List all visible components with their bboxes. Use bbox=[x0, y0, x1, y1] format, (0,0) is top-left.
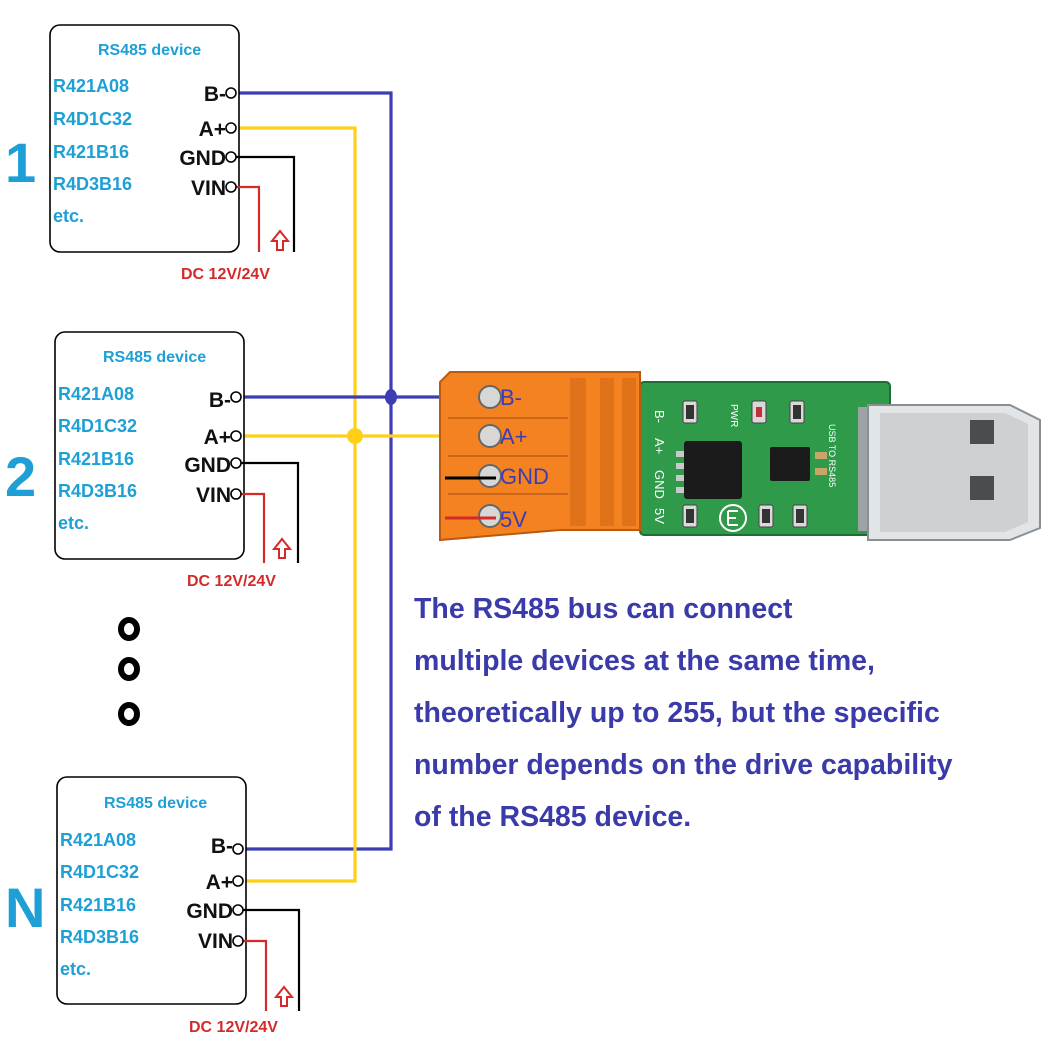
pin-vin-label: VIN bbox=[191, 177, 226, 200]
power-arrow-icon bbox=[269, 229, 291, 251]
a-bus-wire bbox=[236, 126, 357, 883]
description-line: number depends on the drive capability bbox=[414, 749, 953, 781]
terminal-screw bbox=[478, 464, 502, 488]
pin-a-label: A+ bbox=[199, 118, 226, 141]
device-model: R4D3B16 bbox=[60, 927, 139, 947]
device-model: R421B16 bbox=[53, 142, 129, 162]
power-arrow-icon bbox=[273, 985, 295, 1007]
description-line: The RS485 bus can connect bbox=[414, 593, 793, 625]
board-model-label: USB TO RS485 bbox=[827, 424, 837, 487]
silkscreen-pin-label: 5V bbox=[652, 508, 667, 524]
terminal-screw bbox=[478, 504, 502, 528]
vin-wire bbox=[243, 939, 268, 1011]
ellipsis-dot bbox=[118, 617, 140, 641]
device-model: R421A08 bbox=[60, 830, 136, 850]
ellipsis-dot bbox=[118, 657, 140, 681]
gnd-wire bbox=[241, 461, 300, 563]
terminal-label-5v: 5V bbox=[500, 507, 527, 532]
pin-vin-label: VIN bbox=[198, 930, 233, 953]
power-label: DC 12V/24V bbox=[189, 1019, 278, 1036]
terminal-label-a: A+ bbox=[500, 424, 528, 449]
b-bus-wire bbox=[236, 91, 393, 851]
power-label: DC 12V/24V bbox=[181, 266, 270, 283]
pin-gnd-terminal bbox=[225, 151, 237, 163]
device-number: 2 bbox=[5, 445, 36, 508]
pin-b-terminal bbox=[225, 87, 237, 99]
description-line: of the RS485 device. bbox=[414, 801, 692, 833]
pin-a-terminal bbox=[230, 430, 242, 442]
device-number: N bbox=[5, 876, 45, 939]
description-line: multiple devices at the same time, bbox=[414, 645, 875, 677]
device-model: R4D1C32 bbox=[60, 862, 139, 882]
ellipsis-dot bbox=[118, 702, 140, 726]
terminal-block bbox=[439, 371, 641, 542]
device-box bbox=[54, 331, 245, 560]
device-box bbox=[56, 776, 247, 1005]
gnd-wire bbox=[236, 155, 296, 252]
pin-b-label: B- bbox=[204, 83, 226, 106]
device-title: RS485 device bbox=[104, 795, 207, 812]
usb-plug-icon bbox=[858, 404, 1041, 541]
device-model: R421A08 bbox=[58, 384, 134, 404]
device-1: 1 RS485 device R421A08 R4D1C32 R421B16 R… bbox=[5, 24, 296, 283]
bus-wires bbox=[236, 91, 498, 883]
device-model: etc. bbox=[58, 513, 89, 533]
silkscreen-pin-label: GND bbox=[652, 470, 667, 499]
device-model: etc. bbox=[60, 959, 91, 979]
device-model: R421B16 bbox=[60, 895, 136, 915]
device-model: etc. bbox=[53, 206, 84, 226]
device-title: RS485 device bbox=[103, 349, 206, 366]
pin-b-terminal bbox=[232, 843, 244, 855]
pin-vin-terminal bbox=[232, 935, 244, 947]
b-junction-dot bbox=[385, 389, 397, 405]
a-junction-dot bbox=[347, 428, 363, 444]
pin-b-label: B- bbox=[211, 835, 233, 858]
pwr-led-label: PWR bbox=[728, 404, 739, 427]
device-model: R4D3B16 bbox=[58, 481, 137, 501]
pin-b-label: B- bbox=[209, 389, 231, 412]
pin-a-terminal bbox=[232, 875, 244, 887]
device-number: 1 bbox=[5, 131, 36, 194]
pin-gnd-label: GND bbox=[186, 900, 233, 923]
device-model: R421B16 bbox=[58, 449, 134, 469]
pcb-components bbox=[676, 400, 827, 532]
pin-a-label: A+ bbox=[204, 426, 231, 449]
description-line: theoretically up to 255, but the specifi… bbox=[414, 697, 940, 729]
pin-vin-terminal bbox=[225, 181, 237, 193]
usb-rs485-converter: B- A+ GND 5V PWR USB TO RS485 bbox=[439, 371, 1041, 542]
terminal-label-gnd: GND bbox=[500, 464, 549, 489]
device-n: N RS485 device R421A08 R4D1C32 R421B16 R… bbox=[5, 776, 301, 1036]
device-model: R4D3B16 bbox=[53, 174, 132, 194]
vin-wire bbox=[241, 492, 266, 563]
pin-gnd-terminal bbox=[230, 457, 242, 469]
pin-gnd-terminal bbox=[232, 904, 244, 916]
device-2: 2 RS485 device R421A08 R4D1C32 R421B16 R… bbox=[5, 331, 300, 590]
device-box bbox=[49, 24, 240, 253]
gnd-wire bbox=[243, 908, 301, 1011]
pin-vin-terminal bbox=[230, 488, 242, 500]
vin-wire bbox=[236, 185, 261, 252]
pin-a-label: A+ bbox=[206, 871, 233, 894]
device-model: R4D1C32 bbox=[58, 416, 137, 436]
more-devices-ellipsis bbox=[118, 617, 140, 726]
power-arrow-icon bbox=[271, 537, 293, 559]
device-model: R421A08 bbox=[53, 76, 129, 96]
device-model: R4D1C32 bbox=[53, 109, 132, 129]
silkscreen-pin-label: A+ bbox=[652, 438, 667, 454]
terminal-screw bbox=[478, 385, 502, 409]
pin-a-terminal bbox=[225, 122, 237, 134]
pin-gnd-label: GND bbox=[179, 147, 226, 170]
silkscreen-pin-label: B- bbox=[652, 410, 667, 423]
pin-vin-label: VIN bbox=[196, 484, 231, 507]
pin-gnd-label: GND bbox=[184, 454, 231, 477]
terminal-screw bbox=[478, 424, 502, 448]
description-text: The RS485 bus can connect multiple devic… bbox=[414, 583, 1034, 843]
device-title: RS485 device bbox=[98, 42, 201, 59]
terminal-label-b: B- bbox=[500, 385, 522, 410]
power-label: DC 12V/24V bbox=[187, 573, 276, 590]
pin-b-terminal bbox=[230, 391, 242, 403]
